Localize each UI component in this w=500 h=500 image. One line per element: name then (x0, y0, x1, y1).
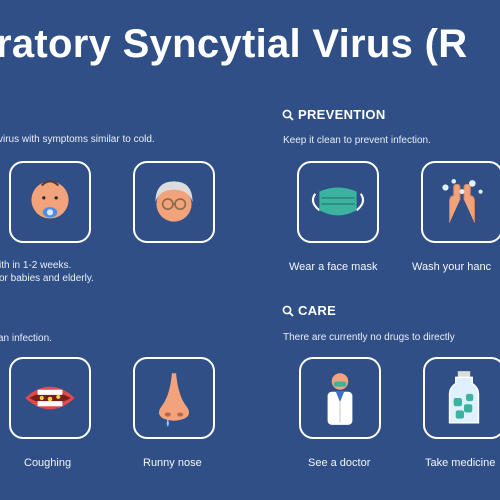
doctor-card (299, 357, 381, 439)
medicine-card (423, 357, 500, 439)
face-mask-card (297, 161, 379, 243)
prevention-heading-text: PREVENTION (298, 107, 386, 122)
care-heading: CARE (282, 303, 336, 318)
coughing-label: Coughing (24, 457, 72, 469)
coughing-card (9, 357, 91, 439)
baby-icon (31, 180, 69, 219)
face-mask-label: Wear a face mask (289, 261, 378, 273)
search-icon (282, 305, 294, 317)
open-mouth-icon (25, 386, 75, 410)
baby-card (9, 161, 91, 243)
elderly-person-icon (155, 181, 193, 222)
doctor-icon (327, 373, 353, 425)
medicine-label: Take medicine (425, 457, 496, 469)
recovery-line-1: ith in 1-2 weeks. (0, 260, 72, 271)
prevention-text: Keep it clean to prevent infection. (283, 135, 431, 146)
page-title: ratory Syncytial Virus (R (0, 22, 468, 66)
care-heading-text: CARE (298, 303, 337, 318)
wash-hands-card (421, 161, 500, 243)
runny-nose-label: Runny nose (143, 457, 202, 469)
recovery-line-2: or babies and elderly. (0, 273, 94, 284)
face-mask-icon (311, 187, 365, 216)
spread-text: an infection. (0, 333, 52, 344)
intro-text: virus with symptoms similar to cold. (0, 134, 155, 145)
doctor-label: See a doctor (308, 457, 371, 469)
nose-icon (158, 373, 190, 427)
prevention-heading: PREVENTION (282, 107, 386, 122)
medicine-bottle-icon (448, 371, 480, 424)
wash-hands-label: Wash your hanc (412, 261, 492, 273)
elderly-card (133, 161, 215, 243)
care-text: There are currently no drugs to directly (283, 332, 455, 343)
washing-hands-icon (442, 179, 483, 223)
search-icon (282, 109, 294, 121)
runny-nose-card (133, 357, 215, 439)
